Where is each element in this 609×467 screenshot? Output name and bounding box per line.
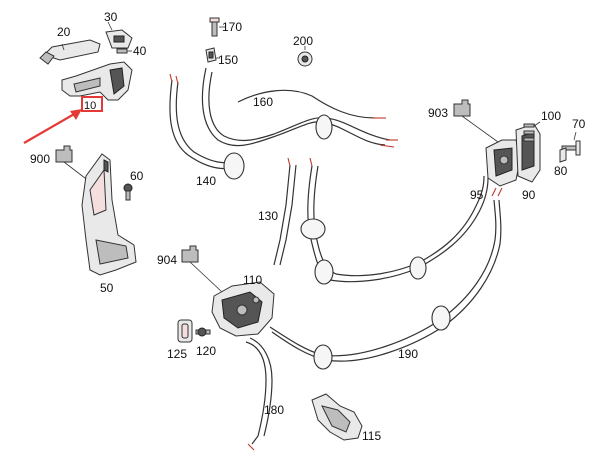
label-70: 70	[572, 117, 586, 131]
part-50-door-panel[interactable]	[81, 153, 137, 276]
label-125: 125	[167, 347, 187, 361]
part-140-grommet	[223, 152, 245, 180]
label-190: 190	[398, 347, 418, 361]
part-115-cover[interactable]	[311, 393, 363, 441]
label-904: 904	[157, 253, 177, 267]
label-100: 100	[541, 109, 561, 123]
grommet-c	[409, 256, 427, 280]
highlight-arrow	[23, 109, 82, 144]
label-40: 40	[133, 44, 147, 58]
part-20-outer-handle[interactable]	[39, 39, 101, 65]
label-30: 30	[104, 10, 118, 24]
highlight-box-10	[81, 96, 103, 112]
part-95-lock-actuator[interactable]	[485, 139, 521, 187]
part-160-cable[interactable]	[201, 67, 398, 148]
part-70-pin[interactable]	[561, 131, 581, 156]
label-50: 50	[100, 281, 114, 295]
part-190-cable[interactable]	[269, 187, 503, 362]
label-90: 90	[522, 188, 536, 202]
grommet-b	[314, 259, 334, 285]
label-115: 115	[362, 429, 381, 443]
grommet-d	[313, 344, 333, 370]
label-110: 110	[243, 273, 262, 287]
part-180-cable[interactable]	[245, 337, 273, 451]
part-120-bolt[interactable]	[195, 327, 211, 337]
label-140: 140	[196, 174, 216, 188]
part-30-end-cap[interactable]	[105, 21, 133, 49]
part-150-clip[interactable]	[205, 47, 220, 63]
part-200-nut[interactable]	[297, 46, 313, 67]
part-10-handle-carrier[interactable]	[61, 61, 133, 101]
part-60-screw[interactable]	[123, 183, 133, 201]
part-140-cable[interactable]	[169, 73, 233, 170]
part-130-cable[interactable]	[273, 157, 313, 266]
label-180: 180	[264, 403, 284, 417]
part-125-gasket[interactable]	[177, 319, 193, 343]
label-60: 60	[130, 169, 144, 183]
grommet-a	[300, 218, 326, 240]
label-20: 20	[57, 25, 71, 39]
part-160-grommet	[315, 114, 333, 140]
part-40-screw[interactable]	[116, 48, 132, 54]
part-170-bolt[interactable]	[209, 17, 225, 37]
part-80-clip[interactable]	[559, 147, 567, 163]
label-95: 95	[470, 188, 484, 202]
label-903: 903	[428, 106, 448, 120]
grommet-e	[431, 305, 451, 331]
label-160: 160	[253, 95, 273, 109]
label-80: 80	[554, 164, 568, 178]
label-150: 150	[218, 53, 238, 67]
part-903-tag	[453, 99, 499, 143]
part-cable-long-loop[interactable]	[307, 165, 489, 283]
label-130: 130	[258, 209, 278, 223]
label-120: 120	[196, 344, 216, 358]
label-900: 900	[30, 152, 50, 166]
part-100-screws[interactable]	[523, 121, 541, 142]
label-10: 10	[84, 100, 96, 112]
part-904-tag	[181, 245, 223, 293]
part-110-lock-mechanism[interactable]	[211, 281, 275, 337]
label-170: 170	[222, 20, 242, 34]
label-200: 200	[293, 34, 313, 48]
